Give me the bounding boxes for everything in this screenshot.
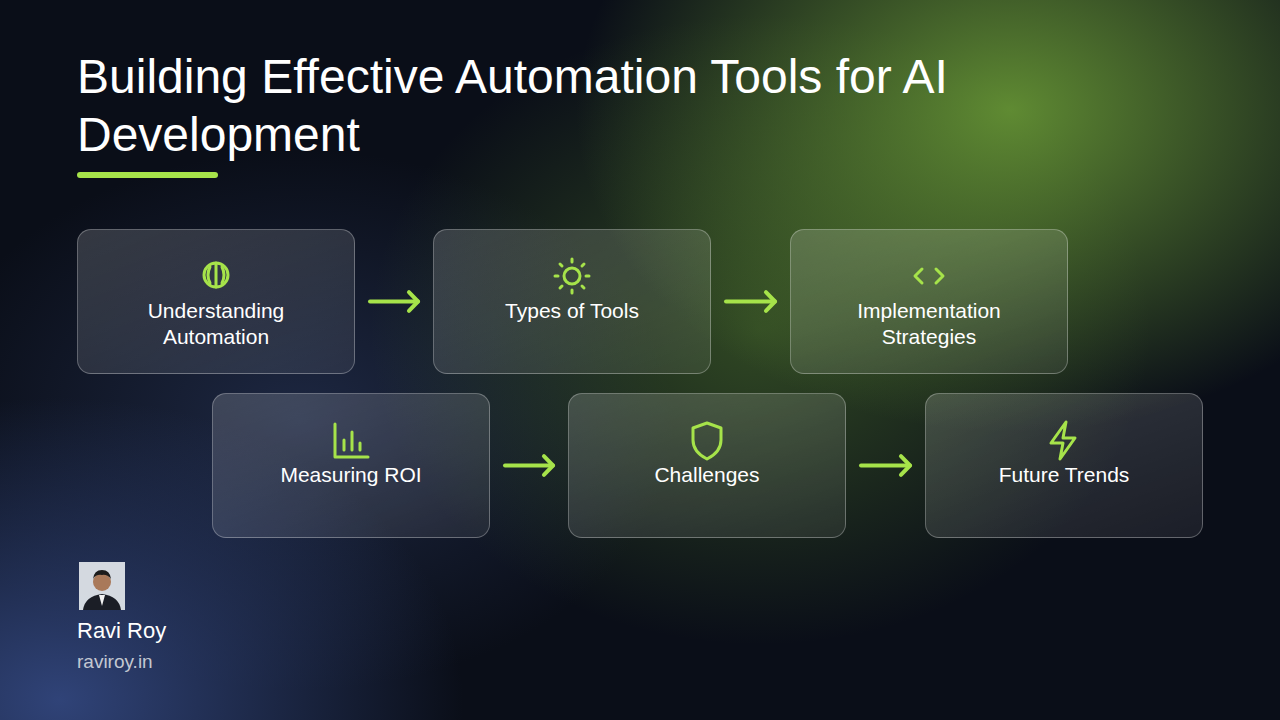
flow-arrow xyxy=(505,456,553,475)
author-avatar xyxy=(79,562,125,610)
step-label: Future Trends xyxy=(969,462,1159,488)
flow-arrow xyxy=(861,456,910,475)
author-name: Ravi Roy xyxy=(77,618,166,644)
arrow-head xyxy=(901,456,910,475)
step-label: Types of Tools xyxy=(477,298,667,324)
arrow-shaft xyxy=(861,464,910,468)
step-box: Implementation Strategies xyxy=(790,229,1068,374)
step-label: Challenges xyxy=(612,462,802,488)
step-box: Understanding Automation xyxy=(77,229,355,374)
slide-title: Building Effective Automation Tools for … xyxy=(77,48,997,164)
step-label: Measuring ROI xyxy=(256,462,446,488)
step-label: Understanding Automation xyxy=(121,298,311,350)
arrow-head xyxy=(766,292,775,311)
flow-arrow xyxy=(370,292,418,311)
step-label: Implementation Strategies xyxy=(834,298,1024,350)
step-box: Future Trends xyxy=(925,393,1203,538)
arrow-shaft xyxy=(505,464,553,468)
title-underline xyxy=(77,172,218,178)
step-box: Measuring ROI xyxy=(212,393,490,538)
arrow-head xyxy=(544,456,553,475)
flow-arrow xyxy=(726,292,775,311)
step-box: Challenges xyxy=(568,393,846,538)
arrow-shaft xyxy=(726,300,775,304)
arrow-head xyxy=(409,292,418,311)
arrow-shaft xyxy=(370,300,418,304)
step-box: Types of Tools xyxy=(433,229,711,374)
author-website: raviroy.in xyxy=(77,651,153,673)
